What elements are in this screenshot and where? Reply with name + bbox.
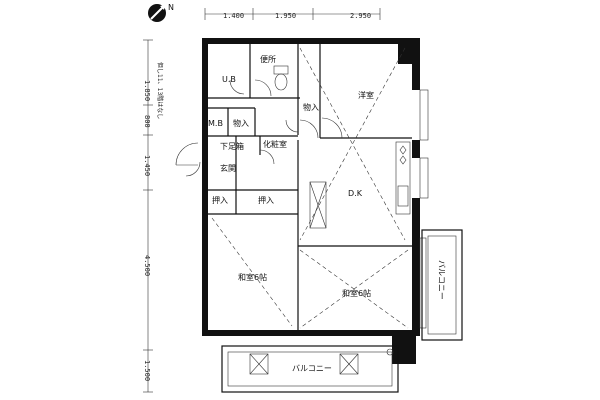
top-dimension-line (204, 8, 381, 20)
balcony-bottom-structure (221, 345, 399, 393)
dk-storage (309, 181, 327, 229)
room-balcony-right: バルコニー (437, 260, 446, 300)
compass-icon (148, 4, 166, 22)
room-mb: M.B (208, 119, 223, 128)
room-storage-top: 物入 (303, 102, 319, 112)
side-note: 但し11、13階はなし (156, 62, 164, 119)
room-western: 洋室 (358, 90, 374, 100)
dimension-left-3: 1.450 (143, 155, 151, 176)
dimension-left-5: 1.500 (143, 360, 151, 381)
room-powder: 化粧室 (263, 139, 287, 149)
ceiling-lines (211, 47, 409, 329)
room-ub: U.B (222, 75, 236, 84)
room-closet-a: 押入 (212, 195, 228, 205)
kitchen-counter (395, 141, 411, 215)
balcony-right-structure (421, 229, 463, 341)
room-japanese-1: 和室6帖 (238, 272, 267, 282)
room-shoe-box: 下足箱 (220, 141, 244, 151)
room-entrance: 玄関 (220, 163, 236, 173)
outer-walls (202, 38, 420, 364)
dimension-top-2: 1.950 (275, 12, 296, 20)
north-label: N (168, 3, 174, 12)
room-closet-b: 押入 (258, 195, 274, 205)
left-dimension-line (143, 39, 153, 393)
toilet-fixture-icon (273, 65, 289, 91)
room-toilet: 便所 (260, 54, 276, 64)
dimension-top-3: 2.950 (350, 12, 371, 20)
room-balcony-bottom: バルコニー (292, 364, 332, 373)
dimension-left-1: 1.850 (143, 80, 151, 101)
interior-walls (208, 44, 412, 330)
windows (419, 89, 429, 329)
dimension-top-1: 1.400 (223, 12, 244, 20)
door-swings (175, 79, 343, 177)
dimension-left-4: 4.500 (143, 255, 151, 276)
room-dk: D.K (348, 189, 363, 198)
room-japanese-2: 和室6帖 (342, 288, 371, 298)
dimension-left-2: 800 (143, 115, 151, 128)
room-storage-mid: 物入 (233, 118, 249, 128)
